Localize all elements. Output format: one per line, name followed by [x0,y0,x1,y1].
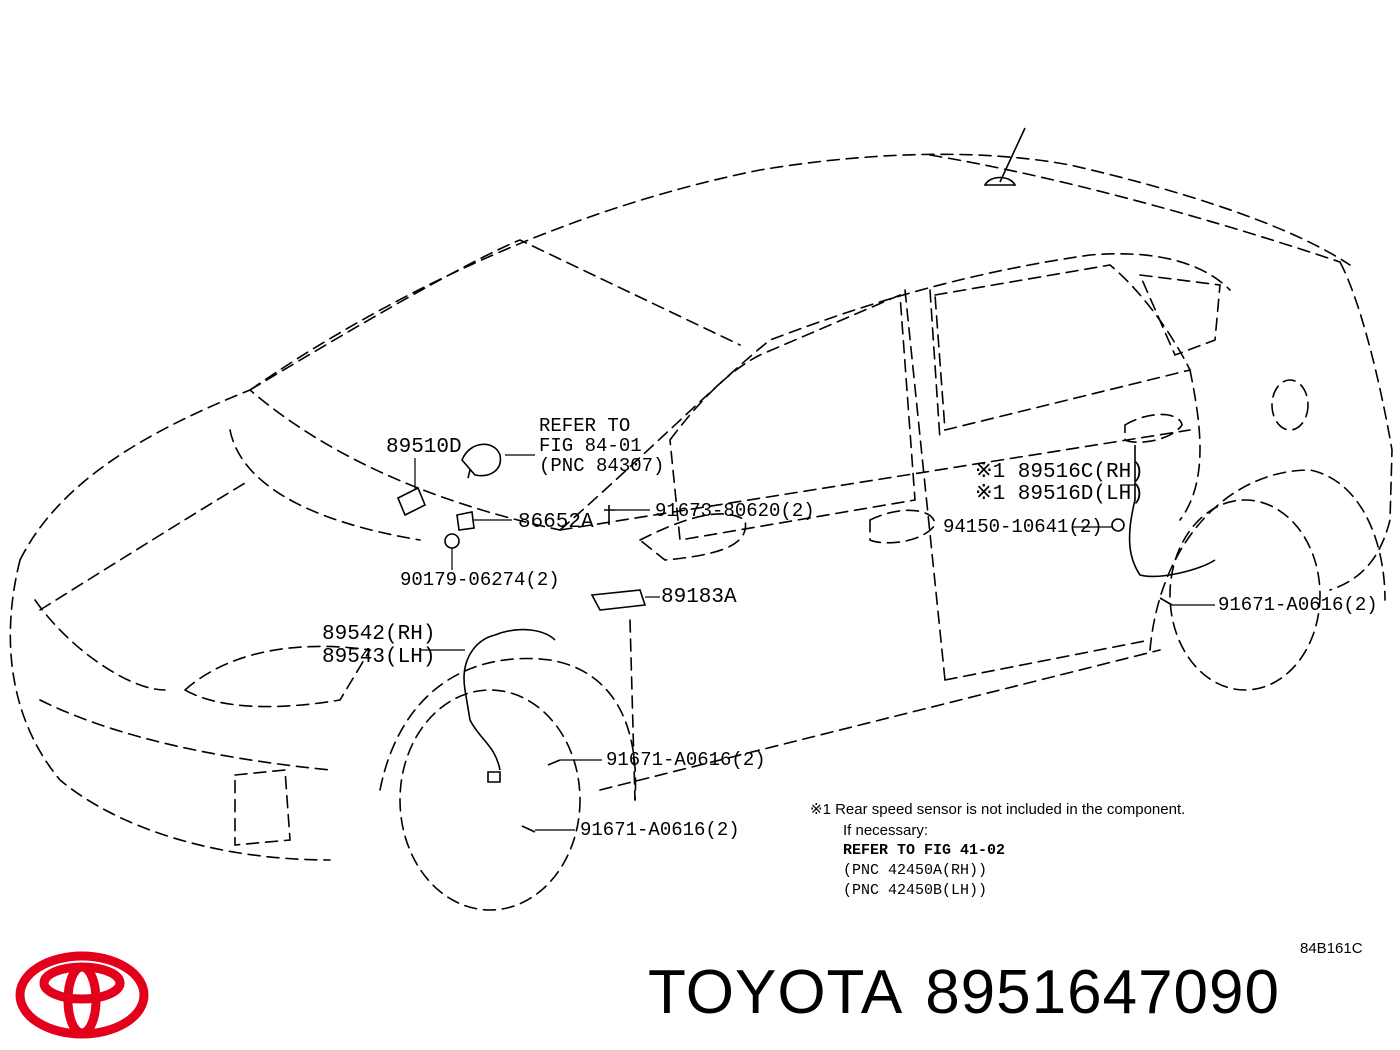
side-mirror [638,513,747,561]
bolt-91673-icon [604,505,615,525]
rocker-line [599,649,1161,791]
sensor-89510D-icon [396,486,427,517]
headlamp [183,645,372,708]
callout-90179: 90179-06274(2) [400,569,560,591]
front-fender-arch [379,657,637,801]
hood-crease [229,429,421,541]
hood-outline [19,389,561,561]
callout-94150: 94150-10641(2) [943,516,1103,538]
footnote-line5: (PNC 42450B(LH)) [843,882,988,899]
windshield-top [249,239,741,391]
front-wheel [399,689,581,911]
callout-91671-a: 91671-A0616(2) [606,749,766,771]
callout-refer-line2: FIG 84-01 [539,435,642,457]
bolt-rear-icon [1159,597,1173,606]
brand-name: TOYOTA [648,958,904,1027]
side-lower [629,619,636,801]
front-door-handle [869,509,936,544]
callout-89542: 89542(RH) [322,623,436,646]
antenna-icon [983,127,1026,186]
roof-rear-edge [929,154,1341,263]
callout-89516D: ※1 89516D(LH) [975,483,1144,506]
front-fascia [9,559,331,861]
grille [34,599,166,691]
footnote-line1: ※1 Rear speed sensor is not included in … [810,801,1186,818]
rear-wheel [1169,499,1321,691]
c-pillar [929,289,941,441]
callout-89510D: 89510D [386,436,462,459]
clip-86652A-icon [456,511,475,531]
hood-line-2 [39,479,251,611]
callout-91671-b: 91671-A0616(2) [580,819,740,841]
callout-89183A: 89183A [661,586,737,609]
sensor-tip-icon [487,771,501,783]
spiral-cable-icon [461,443,502,479]
b-pillar [904,289,946,681]
quarter-window [1138,274,1221,357]
footnote-line2: If necessary: [843,822,929,839]
bracket-89183A-icon [590,589,647,611]
bolt-front-a-icon [547,759,561,766]
front-window [669,293,916,541]
rear-door-handle [1124,413,1183,443]
fog-lamp [234,769,291,846]
figure-code: 84B161C [1300,940,1363,957]
roof-outline [249,153,1351,391]
rear-hatch [1329,261,1393,591]
belt-line [559,429,1191,531]
rear-door-line [944,639,1151,681]
footnote-line4: (PNC 42450A(RH)) [843,862,988,879]
nut-90179-icon [444,533,460,549]
rear-body-line [1179,369,1201,521]
front-sensor-harness [494,628,556,641]
bumper-line [39,699,331,771]
bolt-front-b-icon [521,825,536,833]
a-pillar [559,252,1231,531]
part-number: 8951647090 [925,958,1281,1027]
callout-refer-line1: REFER TO [539,415,631,437]
rear-speed-sensor-icon [1128,445,1216,578]
callout-91671-c: 91671-A0616(2) [1218,594,1378,616]
rear-window [934,264,1192,432]
callout-89516C: ※1 89516C(RH) [975,461,1144,484]
callout-86652A: 86652A [518,511,594,534]
front-speed-sensor-icon [463,634,501,771]
callout-89543: 89543(LH) [322,646,436,669]
fuel-door [1271,379,1309,431]
callout-refer-line3: (PNC 84307) [539,455,665,477]
toyota-logo-icon [15,951,149,1039]
callout-91673: 91673-80620(2) [655,500,815,522]
nut-94150-icon [1111,518,1125,532]
rear-fender-arch [1149,469,1386,651]
footnote-line3: REFER TO FIG 41-02 [843,842,1006,859]
